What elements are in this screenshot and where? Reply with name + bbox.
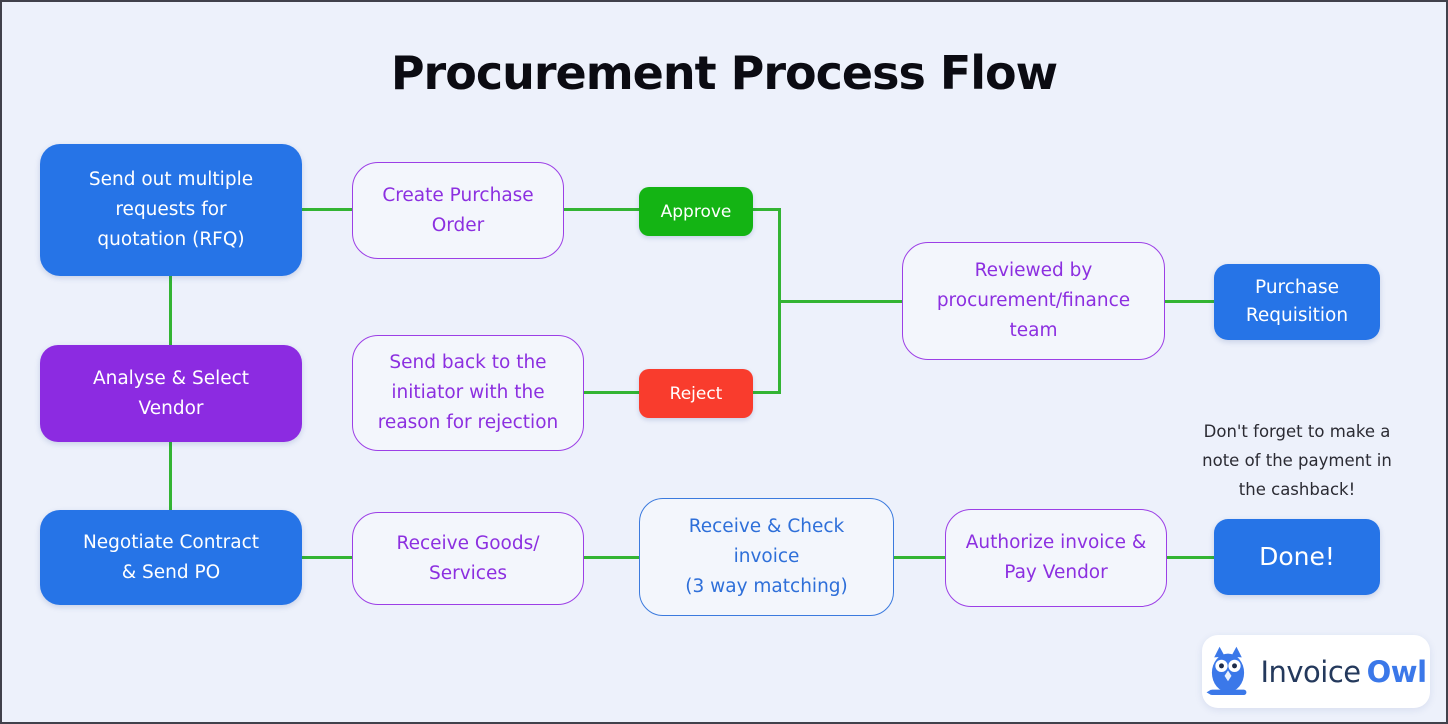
node-reviewed-by-team: Reviewed by procurement/finance team	[902, 242, 1165, 360]
node-text-line: Analyse & Select	[92, 367, 250, 389]
node-text-line: Approve	[660, 201, 732, 222]
node-text-line: Services	[428, 562, 507, 584]
node-text-line: quotation (RFQ)	[97, 229, 245, 250]
node-done: Done!	[1214, 519, 1380, 595]
node-text-line: Send back to the	[389, 352, 547, 373]
connector-line	[1165, 300, 1214, 303]
owl-icon	[1205, 645, 1251, 699]
note-line: the cashback!	[1238, 480, 1356, 499]
node-text-line: Done!	[1259, 542, 1335, 571]
node-receive-check-invoice: Receive & Check invoice (3 way matching)	[639, 498, 894, 616]
node-negotiate-contract: Negotiate Contract & Send PO	[40, 510, 302, 605]
logo-word-invoice: Invoice	[1260, 654, 1361, 689]
connector-line	[753, 391, 781, 394]
connector-line	[753, 208, 781, 211]
page-title: Procurement Process Flow	[390, 46, 1058, 100]
node-receive-goods-services: Receive Goods/ Services	[352, 512, 584, 605]
node-purchase-requisition: Purchase Requisition	[1214, 264, 1380, 340]
node-text-line: Create Purchase	[382, 184, 534, 206]
node-approve: Approve	[639, 187, 753, 236]
node-text-line: & Send PO	[121, 561, 221, 583]
connector-line	[564, 208, 641, 211]
connector-line	[169, 275, 172, 346]
node-text-line: Purchase	[1254, 277, 1339, 298]
node-text-line: Negotiate Contract	[82, 531, 260, 553]
node-text-line: Pay Vendor	[1004, 562, 1108, 583]
node-authorize-pay-vendor: Authorize invoice & Pay Vendor	[945, 509, 1167, 607]
node-text-line: team	[1009, 320, 1058, 341]
node-text-line: Send out multiple	[88, 169, 254, 190]
connector-line	[169, 442, 172, 511]
connector-line	[584, 556, 639, 559]
node-text-line: requests for	[115, 199, 227, 220]
node-text-line: initiator with the	[391, 382, 545, 403]
node-text-line: Reject	[669, 383, 723, 404]
node-text-line: Requisition	[1245, 305, 1349, 326]
node-text-line: reason for rejection	[377, 412, 559, 433]
node-text-line: procurement/finance	[936, 290, 1131, 311]
node-analyse-select-vendor: Analyse & Select Vendor	[40, 345, 302, 442]
node-create-purchase-order: Create Purchase Order	[352, 162, 564, 259]
connector-line	[302, 208, 352, 211]
connector-line	[894, 556, 945, 559]
node-text-line: Order	[431, 214, 485, 236]
node-reject: Reject	[639, 369, 753, 418]
note-line: note of the payment in	[1202, 451, 1392, 470]
node-text-line: (3 way matching)	[685, 576, 848, 597]
node-text-line: Vendor	[138, 397, 204, 419]
node-send-rfq: Send out multiple requests for quotation…	[40, 144, 302, 276]
connector-line	[584, 391, 639, 394]
connector-line	[779, 300, 902, 303]
connector-line	[302, 556, 352, 559]
note-line: Don't forget to make a	[1203, 422, 1391, 441]
cashback-note: Don't forget to make a note of the payme…	[1167, 417, 1427, 504]
node-text-line: Receive & Check	[688, 516, 845, 537]
logo-word-owl: Owl	[1366, 654, 1427, 689]
node-text-line: Authorize invoice &	[965, 532, 1147, 553]
connector-line	[1167, 556, 1214, 559]
node-send-back-to-initiator: Send back to the initiator with the reas…	[352, 335, 584, 451]
node-text-line: Reviewed by	[974, 260, 1093, 281]
node-text-line: Receive Goods/	[396, 532, 540, 554]
node-text-line: invoice	[733, 546, 800, 567]
